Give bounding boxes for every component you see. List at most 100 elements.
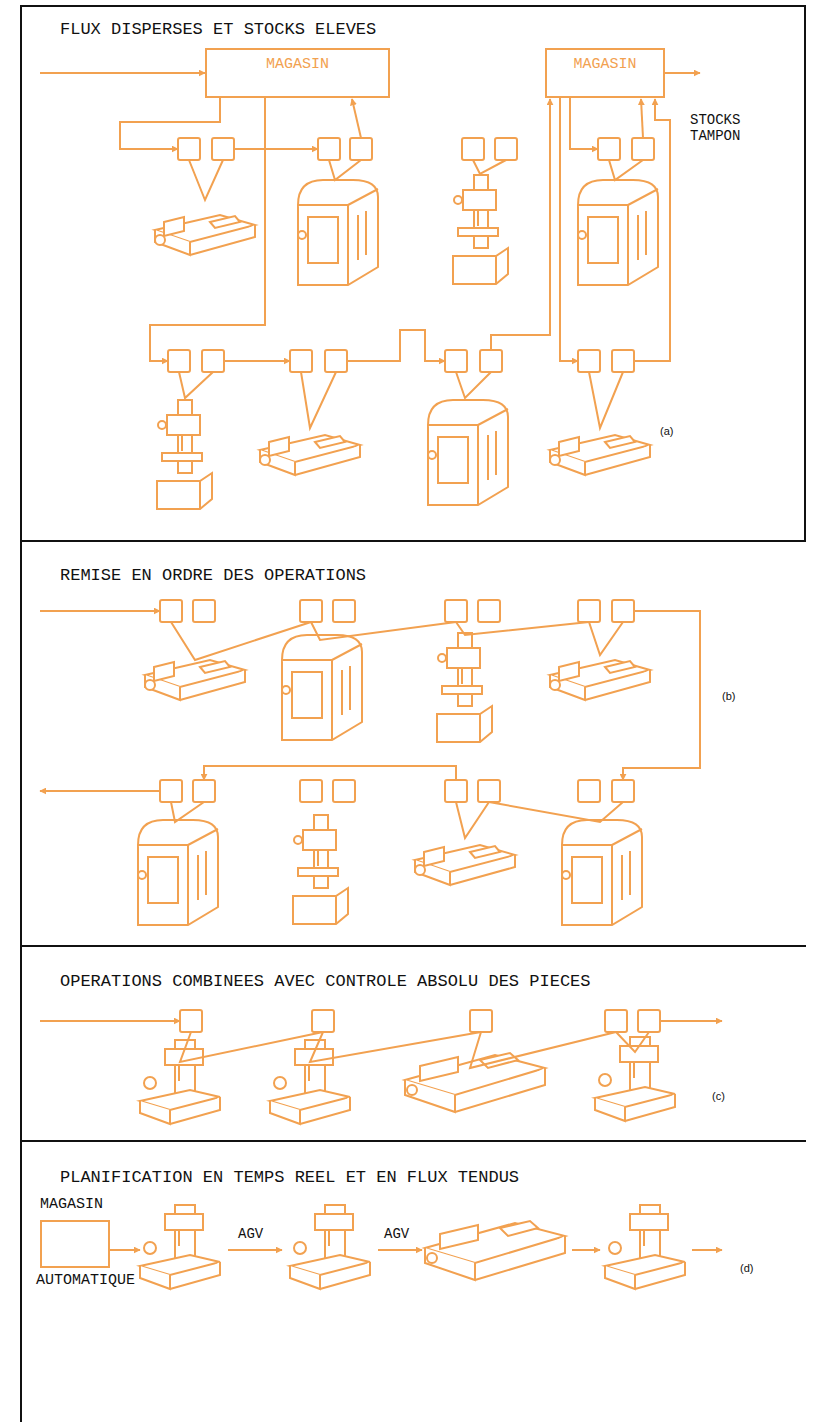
store-label: MAGASIN [547, 56, 663, 73]
buffer-square [300, 780, 322, 802]
buffer-square [290, 350, 312, 372]
flow-arrow [150, 98, 265, 361]
flow-arrow [491, 99, 550, 350]
buffer-stocks [160, 138, 660, 1032]
feed-v [329, 160, 361, 180]
figure-tag: (b) [722, 690, 735, 702]
flow-line [456, 802, 489, 838]
buffer-square [333, 600, 355, 622]
buffer-square [478, 780, 500, 802]
agv-label: AGV [384, 1226, 409, 1242]
store-box: MAGASIN [205, 48, 390, 98]
feed-v [473, 160, 506, 174]
flow-arrow [660, 1020, 722, 1022]
buffer-square [350, 138, 372, 160]
feed-v [589, 372, 623, 428]
panel-band: PLANIFICATION EN TEMPS REEL ET EN FLUX T… [20, 1140, 806, 1422]
agv-arrow [378, 1249, 422, 1251]
buffer-square [480, 350, 502, 372]
buffer-square [160, 600, 182, 622]
agv-arrow [228, 1249, 282, 1251]
machining-center [562, 820, 642, 925]
agv-label: AGV [238, 1226, 263, 1242]
machines [138, 175, 685, 1289]
buffer-square [193, 600, 215, 622]
cnc-lathe [405, 1053, 545, 1112]
buffer-square [202, 350, 224, 372]
flow-arrow [623, 611, 700, 780]
flow-line [310, 1032, 481, 1062]
lathe [415, 845, 515, 885]
buffer-square [193, 780, 215, 802]
buffer-note: STOCKS TAMPON [690, 112, 760, 144]
milling-machine [140, 1040, 220, 1124]
machining-center [282, 635, 362, 740]
feed-v [456, 372, 491, 398]
buffer-square [445, 600, 467, 622]
buffer-square [612, 780, 634, 802]
flow-line [456, 622, 589, 635]
buffer-square [638, 1010, 660, 1032]
lathe [550, 660, 650, 700]
flow-line [589, 622, 623, 655]
flow-arrow [665, 72, 700, 74]
flow-line [171, 802, 204, 822]
flow-arrow [204, 766, 456, 780]
flow-arrow [40, 790, 160, 792]
flow-arrows [40, 73, 722, 1250]
buffer-square [578, 350, 600, 372]
flow-arrow [634, 99, 670, 361]
buffer-square [612, 600, 634, 622]
flow-arrow [570, 98, 598, 149]
buffer-square [325, 350, 347, 372]
buffer-square [300, 600, 322, 622]
buffer-square [160, 780, 182, 802]
buffer-square [598, 138, 620, 160]
feed-lines [171, 160, 649, 1068]
milling-machine [140, 1205, 220, 1289]
feed-v [189, 160, 223, 200]
flow-arrow [40, 72, 205, 74]
machining-center [298, 180, 378, 285]
automatic-store-box: MAGASINAUTOMATIQUE [40, 1220, 110, 1268]
buffer-square [612, 350, 634, 372]
feed-v [609, 160, 643, 180]
panel-band: FLUX DISPERSES ET STOCKS ELEVESMAGASINMA… [20, 5, 806, 540]
buffer-square [632, 138, 654, 160]
buffer-square [445, 780, 467, 802]
lathe [155, 215, 255, 255]
buffer-square [445, 350, 467, 372]
milling-machine [605, 1205, 685, 1289]
store-subheading: AUTOMATIQUE [36, 1272, 135, 1289]
flow-line [616, 1032, 649, 1052]
cnc-lathe [425, 1221, 565, 1280]
buffer-square [605, 1010, 627, 1032]
drill-press [453, 175, 508, 284]
flow-line [180, 1032, 323, 1062]
figure-tag: (c) [712, 1090, 725, 1102]
machining-center [428, 400, 508, 505]
panel-band: REMISE EN ORDRE DES OPERATIONS [20, 540, 806, 945]
buffer-square [333, 780, 355, 802]
feed-v [179, 372, 213, 398]
machining-center [138, 820, 218, 925]
buffer-square [178, 138, 200, 160]
figure-tag: (a) [660, 425, 673, 437]
buffer-square [495, 138, 517, 160]
buffer-square [168, 350, 190, 372]
flow-arrow [641, 99, 643, 138]
flow-line [470, 1032, 616, 1068]
milling-machine [595, 1037, 675, 1121]
lathe [145, 660, 245, 700]
buffer-square [212, 138, 234, 160]
lathe [550, 435, 650, 475]
flow-arrow [560, 98, 578, 361]
flow-arrow [40, 1020, 180, 1022]
drill-press [293, 815, 348, 924]
flow-line [171, 622, 311, 660]
flow-arrow [572, 1249, 600, 1251]
panel-band: OPERATIONS COMBINEES AVEC CONTROLE ABSOL… [20, 945, 806, 1140]
drill-press [437, 633, 492, 742]
panel-heading: OPERATIONS COMBINEES AVEC CONTROLE ABSOL… [60, 972, 591, 991]
feed-v [301, 372, 336, 428]
